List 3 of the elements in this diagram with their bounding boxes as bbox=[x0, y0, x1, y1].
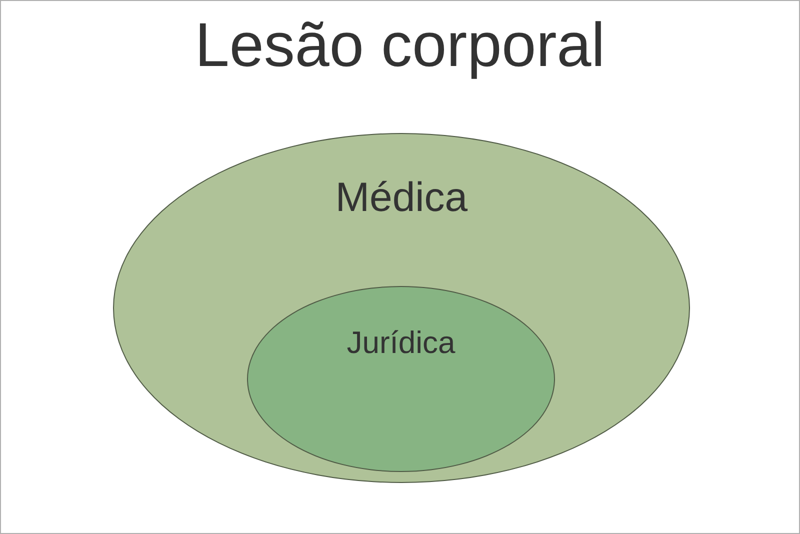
diagram-title: Lesão corporal bbox=[194, 10, 606, 82]
set-label: Médica bbox=[335, 174, 468, 221]
set-label: Jurídica bbox=[346, 325, 456, 361]
